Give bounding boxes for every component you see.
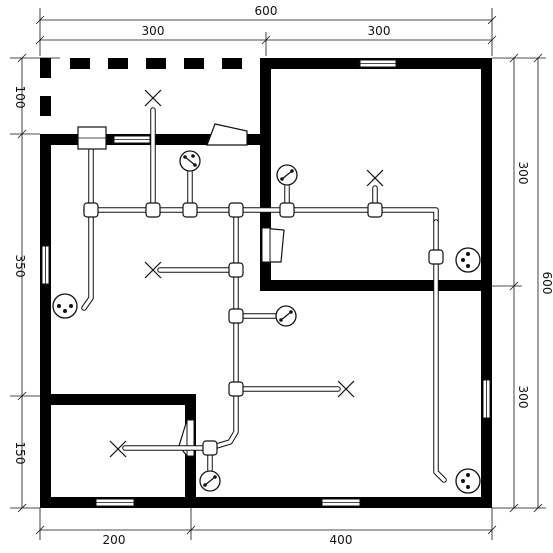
- light-switch-icon: [276, 164, 298, 186]
- dim-left-top-height: 100: [13, 86, 27, 109]
- dim-bottom-left-width: 200: [103, 533, 126, 547]
- ceiling-lamp-icon: [109, 440, 127, 458]
- electrical-outlet-icon: [52, 293, 78, 319]
- dim-overall-width: 600: [255, 4, 278, 18]
- light-switch-icon: [199, 470, 221, 492]
- dim-right-upper-height: 300: [516, 162, 530, 185]
- light-switch-icon: [179, 150, 201, 172]
- ceiling-lamp-icon: [366, 169, 384, 187]
- dim-left-bottom-height: 150: [13, 442, 27, 465]
- ceiling-lamp-icon: [337, 380, 355, 398]
- ceiling-lamp-icon: [144, 261, 162, 279]
- ceiling-lamp-icon: [144, 89, 162, 107]
- door-entry: [206, 123, 248, 146]
- walls: [40, 58, 492, 508]
- electrical-outlet-icon: [455, 468, 481, 494]
- dim-right-overall-height: 600: [540, 272, 553, 295]
- electrical-outlet-icon: [455, 247, 481, 273]
- dim-bottom-right-width: 400: [330, 533, 353, 547]
- windows: [41, 59, 491, 507]
- conduit-fittings: [83, 202, 444, 456]
- dim-right-lower-height: 300: [516, 386, 530, 409]
- dim-top-right-width: 300: [368, 24, 391, 38]
- dim-left-mid-height: 350: [13, 255, 27, 278]
- light-switch-icon: [275, 305, 297, 327]
- dim-top-left-width: 300: [142, 24, 165, 38]
- dimension-lines: [10, 8, 546, 540]
